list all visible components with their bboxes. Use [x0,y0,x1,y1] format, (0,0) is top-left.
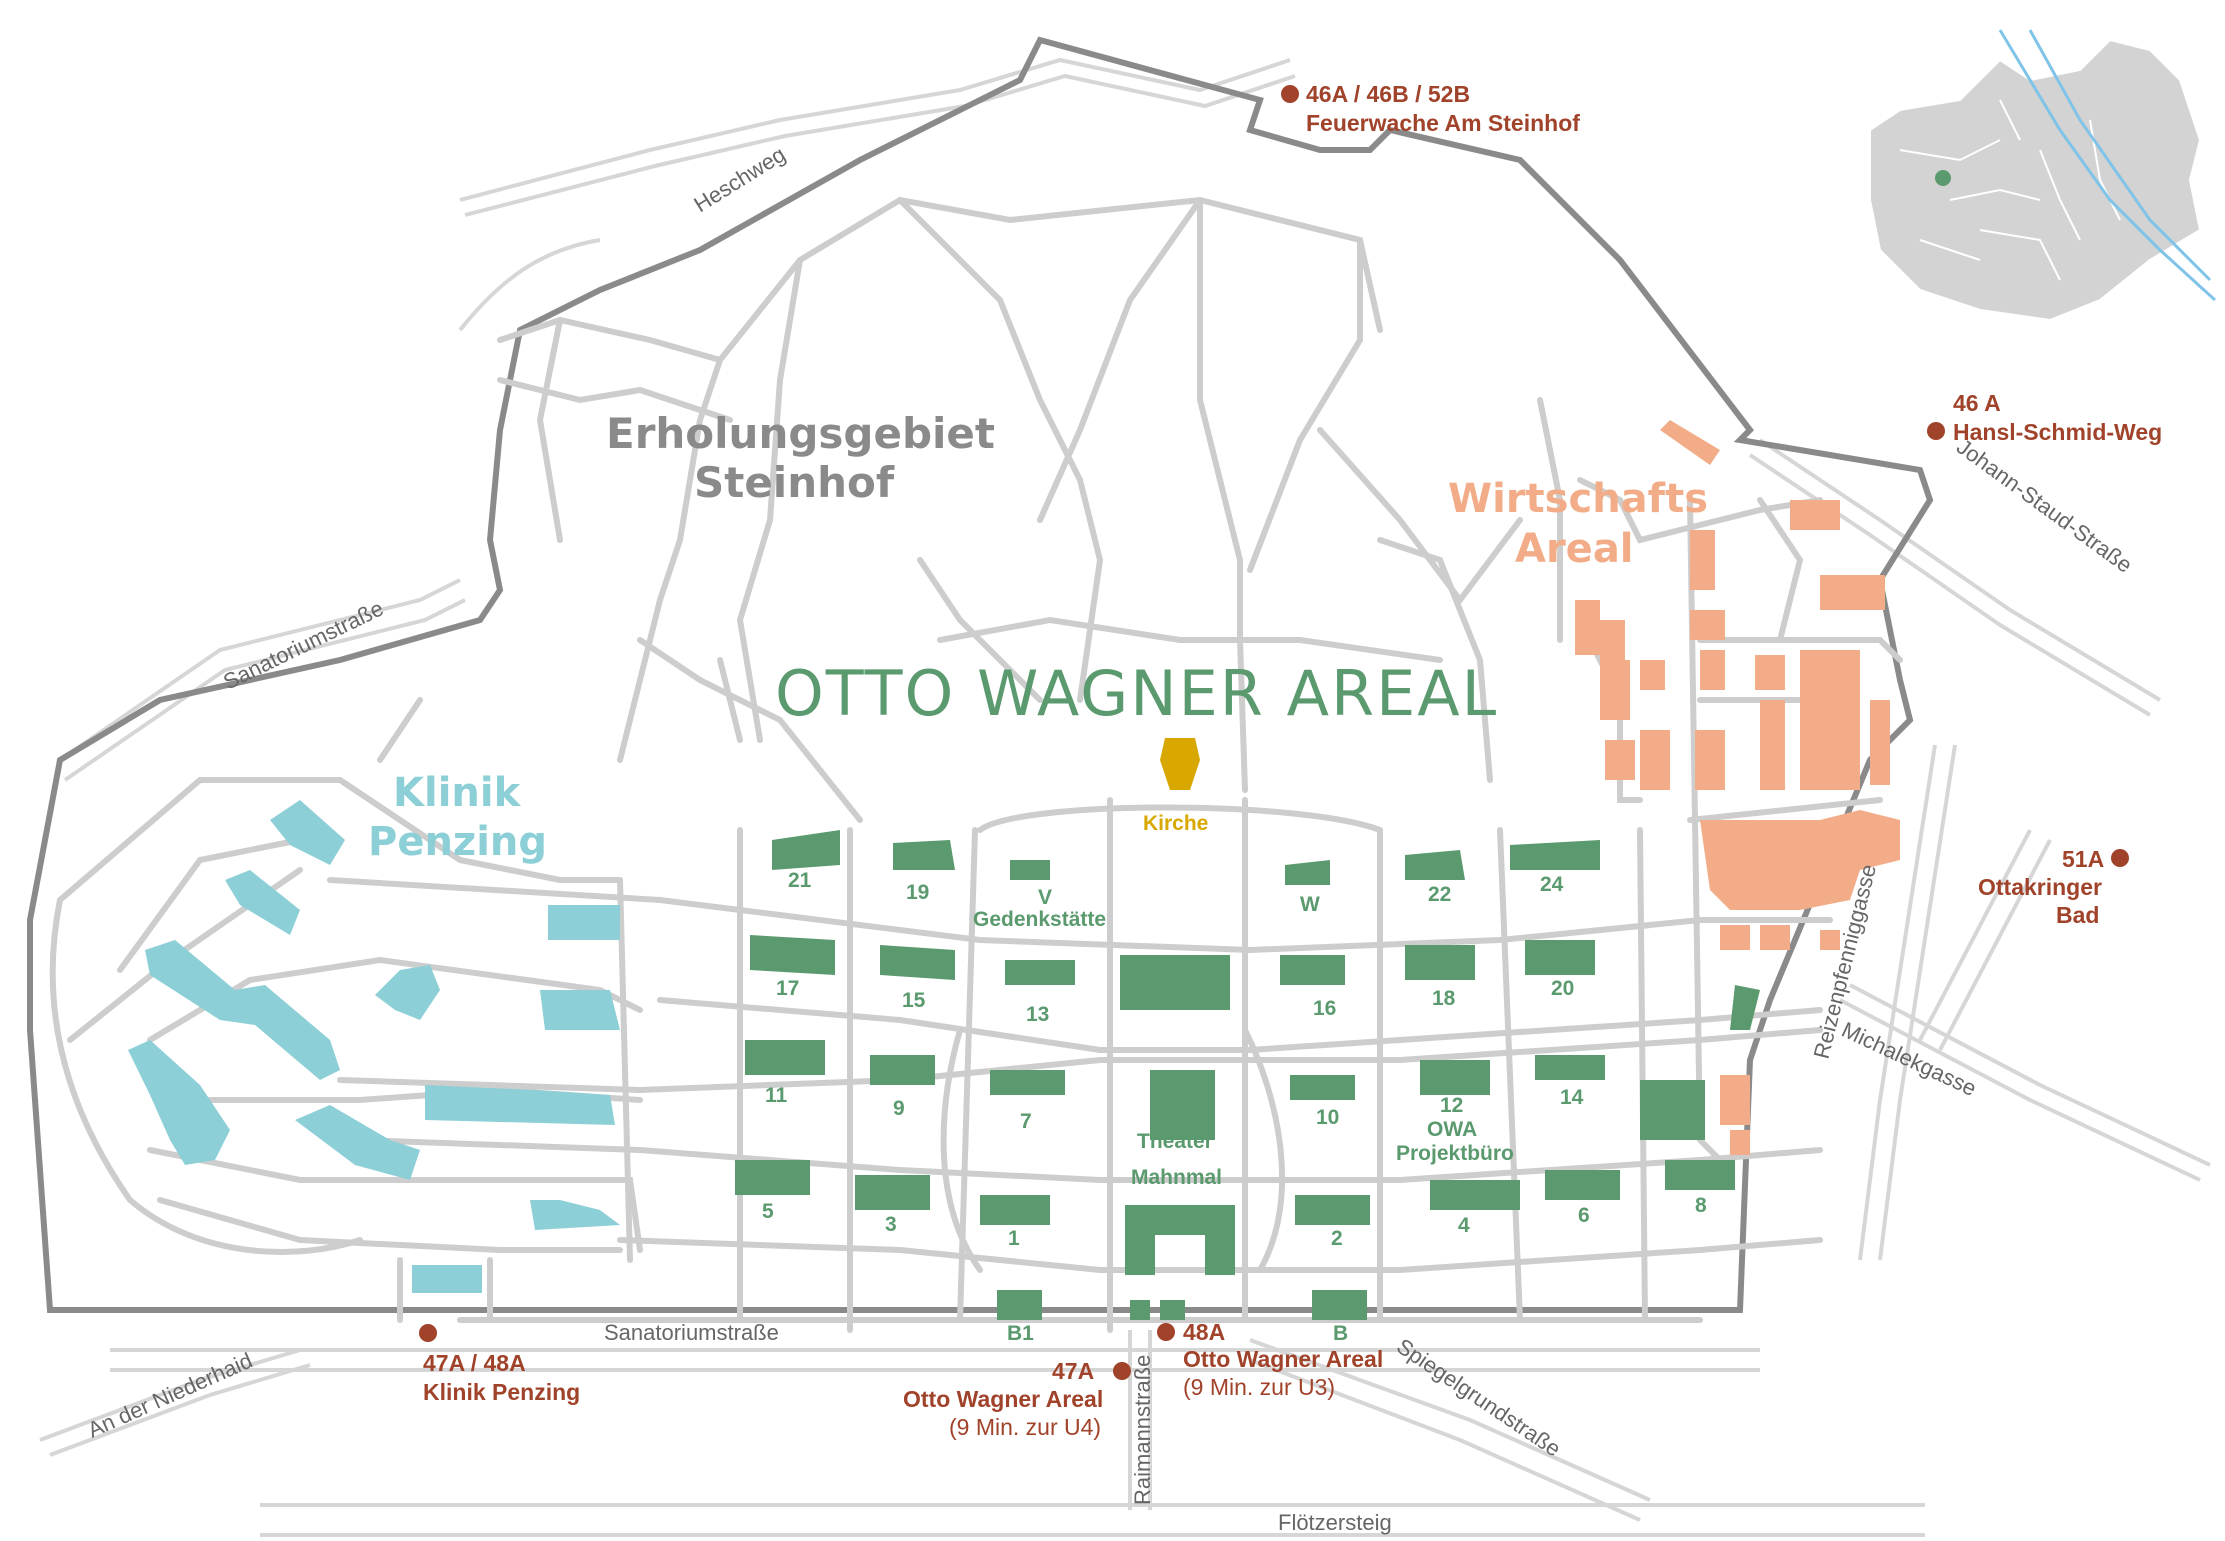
bus-1-name: Feuerwache Am Steinhof [1306,110,1580,136]
bus-1-line: 46A / 46B / 52B [1306,81,1470,107]
bus-4-line: 47A / 48A [423,1350,526,1376]
bld-gedenk: Gedenkstätte [973,908,1106,931]
bld-20: 20 [1551,977,1574,1000]
street-spiegelgrund: Spiegelgrundstraße [1392,1333,1565,1461]
bld-14: 14 [1560,1086,1584,1109]
bld-16: 16 [1313,997,1336,1020]
klinik-title-2: Penzing [368,819,547,865]
bld-mahnmal: Mahnmal [1131,1166,1222,1189]
bus-6-name: Otto Wagner Areal [1183,1346,1383,1372]
bld-1: 1 [1008,1227,1020,1250]
bus-stop-dots [419,85,2129,1380]
bld-7: 7 [1020,1110,1032,1133]
bld-5: 5 [762,1200,774,1223]
bld-8: 8 [1695,1194,1707,1217]
erholung-title-1: Erholungsgebiet [606,409,995,458]
wirtschaft-title-1: Wirtschafts [1448,476,1708,522]
bld-19: 19 [906,881,929,904]
bld-W: W [1300,893,1320,916]
bld-17: 17 [776,977,799,1000]
klinik-title-1: Klinik [393,770,522,816]
bus-5-name: Otto Wagner Areal [903,1386,1103,1412]
bus-6-note: (9 Min. zur U3) [1183,1374,1335,1400]
vienna-inset-map [1869,29,2217,322]
street-raimann: Raimannstraße [1130,1355,1155,1505]
bus-3-name: Ottakringer [1978,874,2102,900]
bus-4-name: Klinik Penzing [423,1379,580,1405]
bld-35: 35 [1654,1077,1678,1100]
bld-11: 11 [765,1084,788,1107]
klinik-buildings [128,800,620,1293]
street-an-der-niederhaid: An der Niederhaid [84,1348,256,1443]
bld-B: B [1333,1322,1348,1345]
bus-5-note: (9 Min. zur U4) [949,1414,1101,1440]
outer-streets [39,57,2211,1537]
kirche-label: Kirche [1143,812,1208,835]
location-dot [1935,170,1951,186]
bld-B1: B1 [1007,1322,1034,1345]
wirtschaft-buildings [1575,420,1900,1155]
bld-18: 18 [1432,987,1456,1010]
bus-2-line: 46 A [1953,390,2001,416]
bus-2-name: Hansl-Schmid-Weg [1953,419,2162,445]
bld-21: 21 [788,869,812,892]
street-johann-staud: Johann-Staud-Straße [1952,434,2137,578]
bld-9: 9 [893,1097,905,1120]
bld-V: V [1038,886,1052,909]
bus-5-line: 47A [1052,1358,1094,1384]
bld-owa: OWA [1427,1118,1477,1141]
bld-3: 3 [885,1213,897,1236]
bld-12: 12 [1440,1094,1463,1117]
bus-3-line: 51A [2062,846,2104,872]
bus-3-name2: Bad [2056,902,2099,928]
bld-13: 13 [1026,1003,1049,1026]
bld-theater: Theater [1137,1130,1213,1153]
erholung-title-2: Steinhof [694,458,895,507]
bld-2: 2 [1331,1227,1343,1250]
wirtschaft-title-2: Areal [1515,526,1634,572]
otto-wagner-buildings [735,830,1760,1320]
bld-4: 4 [1458,1214,1470,1237]
area-boundary [27,36,1934,1313]
street-sanatorium-bottom: Sanatoriumstraße [604,1320,779,1345]
street-floetzersteig: Flötzersteig [1278,1510,1392,1535]
bld-15: 15 [902,989,926,1012]
bus-6-line: 48A [1183,1319,1225,1345]
bld-10: 10 [1316,1106,1339,1129]
bld-6: 6 [1578,1204,1590,1227]
main-title: OTTO WAGNER AREAL [775,657,1498,730]
bld-projekt: Projektbüro [1396,1142,1514,1165]
bld-22: 22 [1428,883,1451,906]
bld-24: 24 [1540,873,1564,896]
kirche-icon [1160,738,1200,790]
